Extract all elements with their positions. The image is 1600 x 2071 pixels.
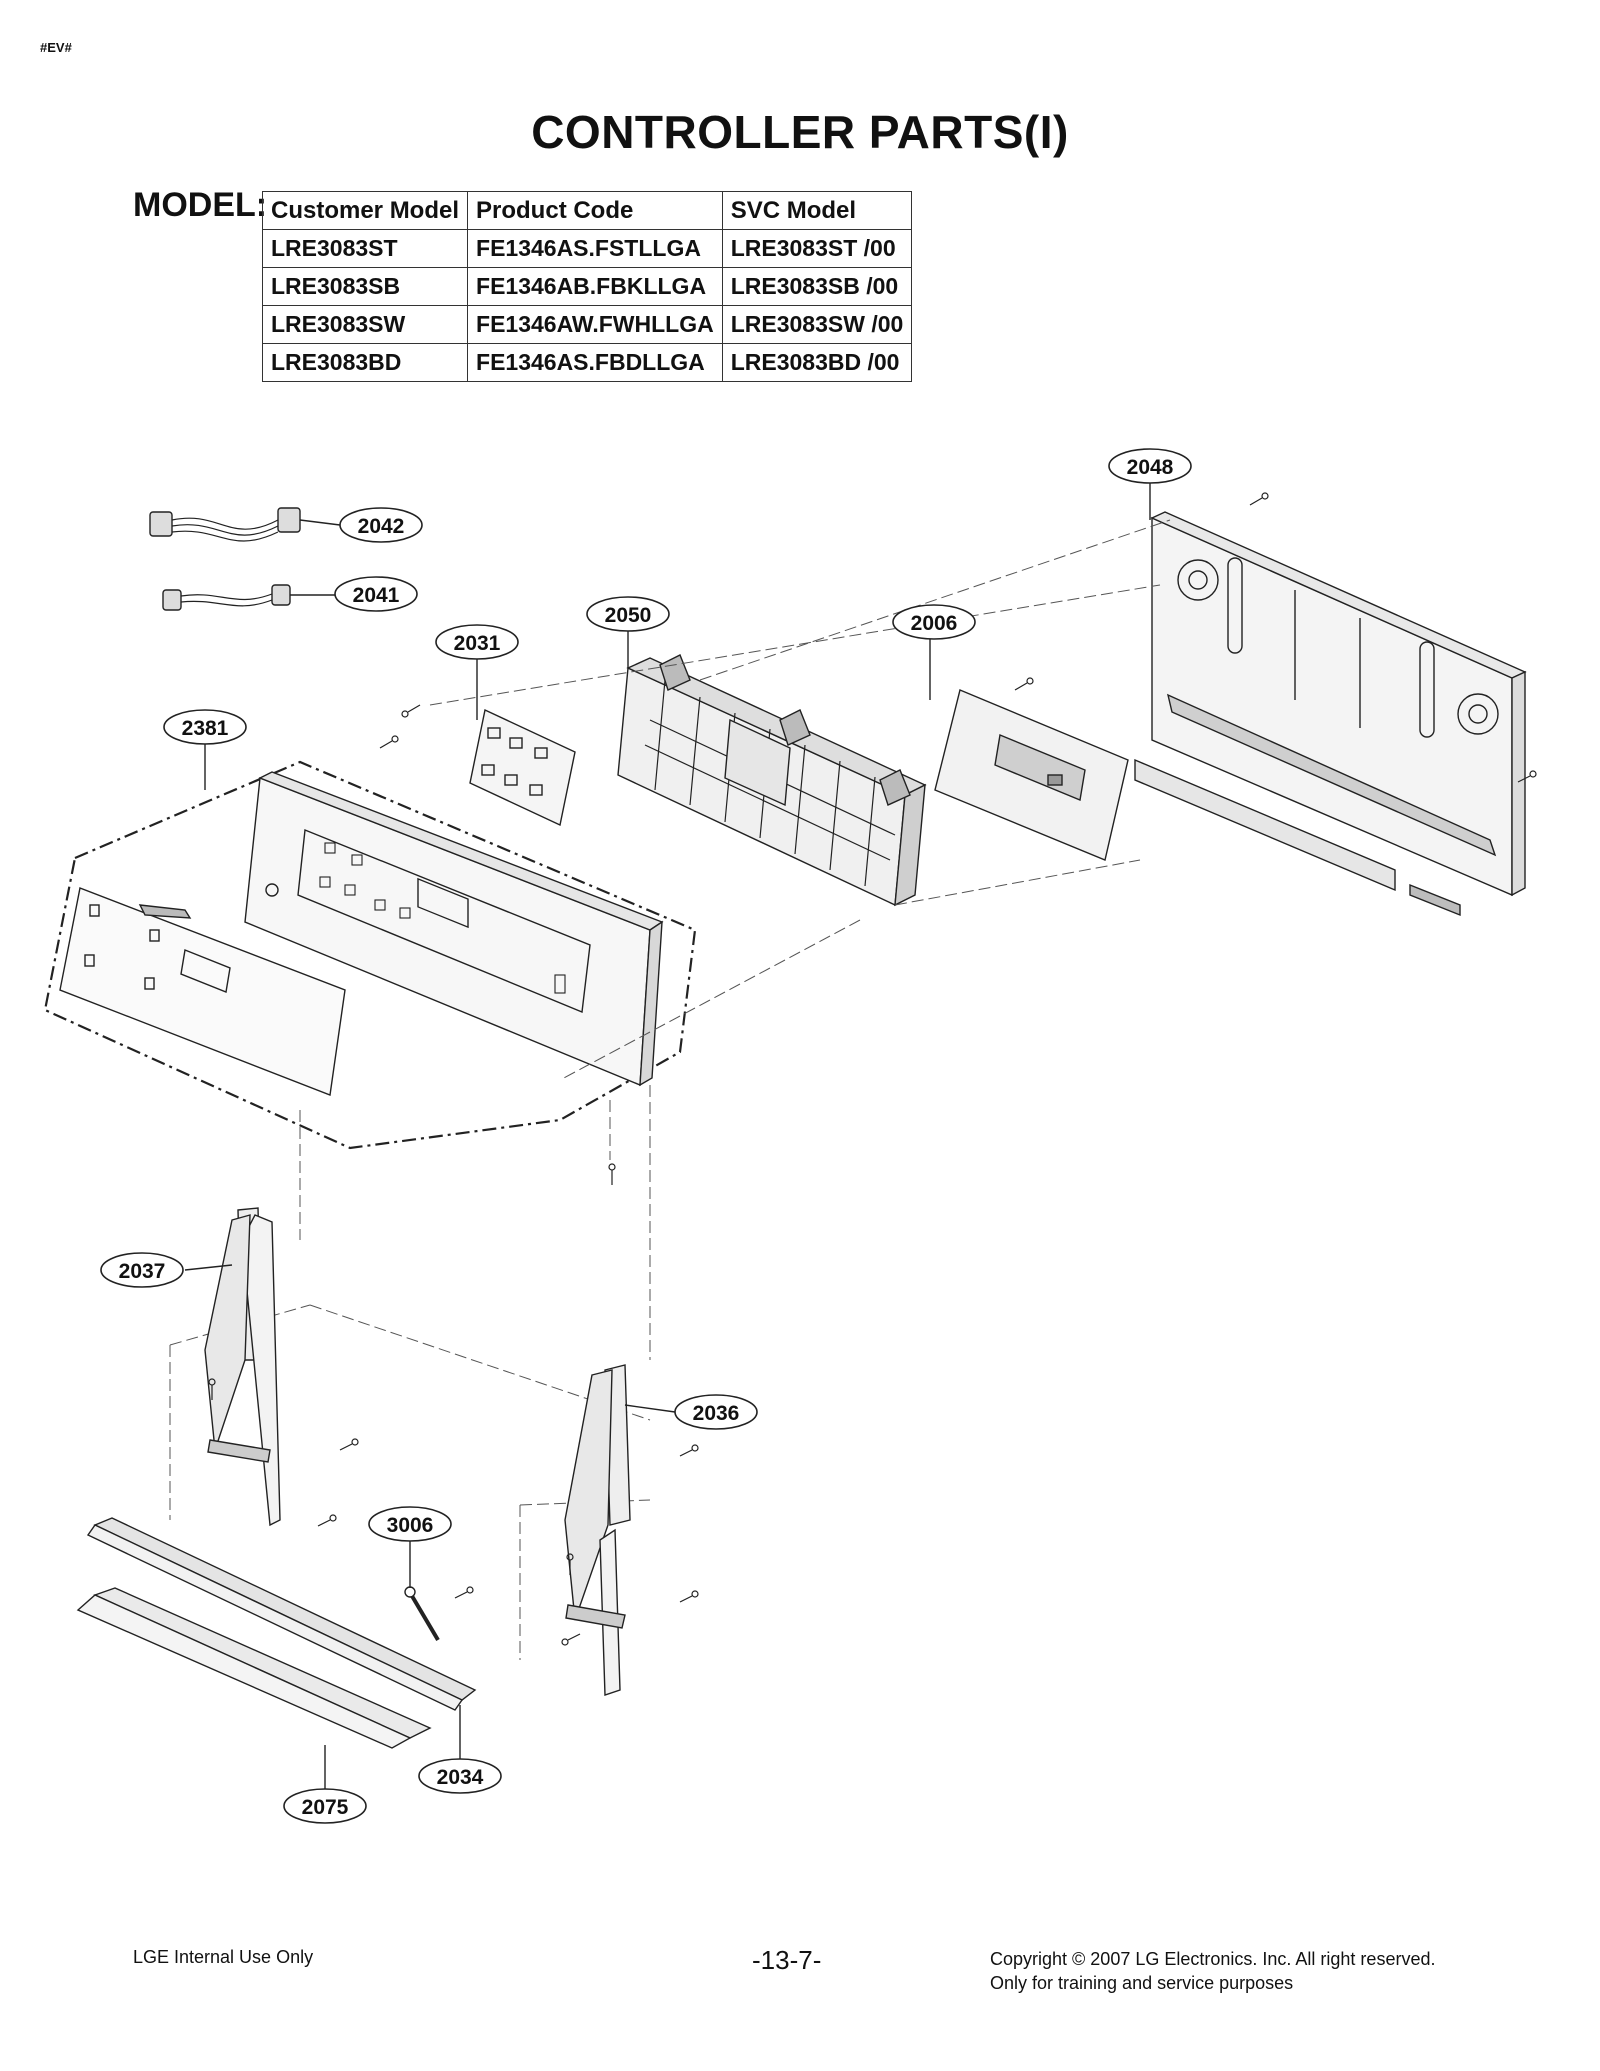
part-3006-sensor — [404, 1586, 440, 1642]
corner-tag: #EV# — [40, 40, 72, 55]
callout-2048: 2048 — [1127, 456, 1174, 479]
customer-model-cell: LRE3083SB — [261, 267, 469, 306]
control-panel-overlay — [59, 887, 346, 1096]
svc-model-cell: LRE3083SW /00 — [721, 305, 913, 344]
part-2042-harness — [149, 507, 301, 542]
page-title: CONTROLLER PARTS(I) — [531, 106, 1069, 158]
part-2034-lower-rail — [86, 1517, 477, 1711]
footer-copyright-block: Copyright © 2007 LG Electronics. Inc. Al… — [990, 1947, 1435, 1995]
table-header-row: Customer Model Product Code SVC Model — [261, 191, 913, 230]
copyright-text: Copyright © 2007 LG Electronics. Inc. Al… — [990, 1949, 1436, 1969]
callout-2037: 2037 — [119, 1260, 166, 1283]
callout-2075: 2075 — [302, 1796, 349, 1819]
product-code-cell: FE1346AW.FWHLLGA — [467, 305, 723, 344]
control-panel — [244, 771, 664, 1087]
product-code-cell: FE1346AB.FBKLLGA — [467, 267, 723, 306]
model-table: Customer Model Product Code SVC Model LR… — [261, 191, 913, 382]
callout-2042: 2042 — [358, 515, 405, 538]
part-2037-left-bracket — [204, 1207, 281, 1527]
callout-2031: 2031 — [454, 632, 501, 655]
table-row: LRE3083BD FE1346AS.FBDLLGA LRE3083BD /00 — [261, 343, 913, 382]
screws — [208, 492, 1537, 1646]
callout-3006: 3006 — [387, 1514, 434, 1537]
footer-internal-use: LGE Internal Use Only — [133, 1947, 314, 1967]
training-note: Only for training and service purposes — [990, 1973, 1294, 1993]
part-2006-display-board — [934, 689, 1129, 861]
table-row: LRE3083SB FE1346AB.FBKLLGA LRE3083SB /00 — [261, 267, 913, 306]
callout-2050: 2050 — [605, 604, 652, 627]
customer-model-cell: LRE3083BD — [261, 343, 469, 382]
callout-2006: 2006 — [911, 612, 958, 635]
model-label: MODEL: — [133, 186, 268, 224]
column-header: Product Code — [467, 191, 723, 230]
product-code-cell: FE1346AS.FBDLLGA — [467, 343, 723, 382]
callout-2041: 2041 — [353, 584, 400, 607]
svc-model-cell: LRE3083SB /00 — [721, 267, 913, 306]
callout-2036: 2036 — [693, 1402, 740, 1425]
callout-2034: 2034 — [437, 1766, 484, 1789]
part-2036-right-bracket — [564, 1364, 631, 1696]
svc-model-cell: LRE3083ST /00 — [721, 229, 913, 268]
part-2381-panel-assembly-outline — [43, 760, 697, 1150]
part-2048-back-plate — [1134, 511, 1527, 917]
callout-shapes — [100, 448, 1192, 1824]
column-header: SVC Model — [721, 191, 913, 230]
column-header: Customer Model — [261, 191, 469, 230]
page-number: -13-7- — [752, 1945, 822, 1975]
part-2041-harness — [162, 584, 291, 611]
part-2050-control-bracket — [617, 654, 927, 907]
part-2031-key-board — [469, 708, 576, 827]
callout-2381: 2381 — [182, 717, 229, 740]
svc-model-cell: LRE3083BD /00 — [721, 343, 913, 382]
